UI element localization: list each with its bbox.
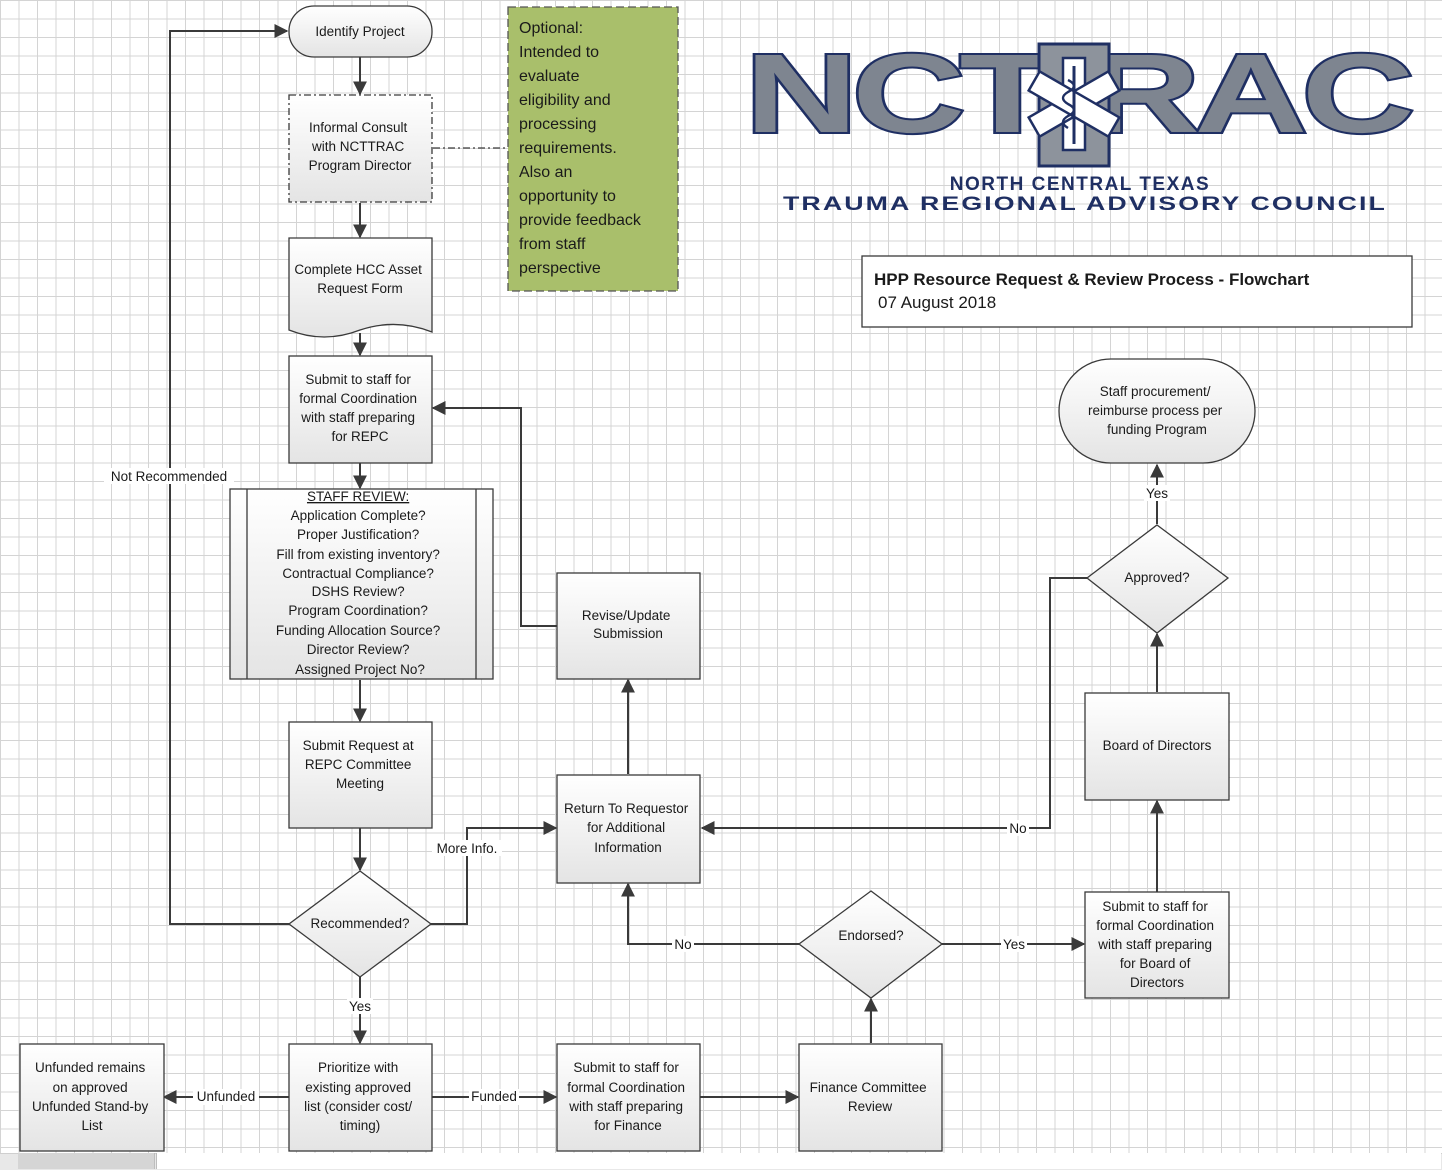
note-text: Optional: Intended to evaluate eligibili…	[519, 20, 645, 277]
node-submit-board-prep: Submit to staff for formal Coordination …	[1084, 891, 1230, 999]
node-submit-repc-prep-label: Submit to staff for formal Coordination …	[299, 372, 421, 444]
node-submit-finance-prep-label: Submit to staff for formal Coordination …	[567, 1060, 689, 1133]
node-staff-procurement-label: Staff procurement/ reimburse process per…	[1088, 384, 1226, 437]
edge-label-yes-approved: Yes	[1146, 486, 1168, 501]
edge-label-not-recommended: Not Recommended	[111, 469, 227, 484]
edge-label-no-endorsed: No	[674, 937, 691, 952]
logo-line2: TRAUMA REGIONAL ADVISORY COUNCIL	[783, 194, 1387, 215]
node-unfunded-list: Unfunded remains on approved Unfunded St…	[19, 1043, 165, 1152]
node-identify-project: Identify Project	[288, 5, 433, 58]
node-revise-update-label: Revise/Update Submission	[582, 608, 674, 641]
node-complete-form: Complete HCC Asset Request Form	[288, 237, 433, 338]
node-submit-request-meeting: Submit Request at REPC Committee Meeting	[288, 721, 433, 829]
node-return-to-requestor-label: Return To Requestor for Additional Infor…	[564, 801, 692, 855]
node-recommended-decision-label: Recommended?	[310, 916, 409, 931]
logo-line1: NORTH CENTRAL TEXAS	[950, 174, 1210, 195]
node-endorsed-decision: Endorsed?	[797, 890, 944, 999]
node-identify-project-label: Identify Project	[315, 24, 405, 39]
node-unfunded-list-label: Unfunded remains on approved Unfunded St…	[32, 1060, 152, 1133]
node-board-of-directors-label: Board of Directors	[1103, 738, 1212, 753]
node-finance-review-label: Finance Committee Review	[810, 1080, 931, 1114]
edge-label-no-approved: No	[1009, 821, 1026, 836]
sheet-tab[interactable]	[18, 1153, 155, 1169]
node-endorsed-decision-label: Endorsed?	[838, 928, 903, 943]
ncttrac-logo: NCT RAC NORTH CENTRAL TEXAS TRAUMA REGIO…	[743, 29, 1417, 215]
node-finance-review: Finance Committee Review	[798, 1043, 943, 1152]
status-field	[156, 1153, 1441, 1169]
node-informal-consult-label: Informal Consult with NCTTRAC Program Di…	[309, 120, 412, 173]
edge-label-unfunded: Unfunded	[197, 1089, 256, 1104]
node-revise-update: Revise/Update Submission	[556, 572, 701, 680]
node-recommended-decision: Recommended?	[287, 870, 433, 978]
optional-note: Optional: Intended to evaluate eligibili…	[507, 6, 679, 292]
node-staff-review: STAFF REVIEW: Application Complete? Prop…	[229, 488, 494, 680]
node-submit-repc-prep: Submit to staff for formal Coordination …	[288, 355, 433, 464]
page-title: HPP Resource Request & Review Process - …	[874, 270, 1310, 289]
node-approved-decision: Approved?	[1085, 524, 1230, 634]
edge-label-yes-recommended: Yes	[349, 999, 371, 1014]
node-approved-decision-label: Approved?	[1124, 570, 1189, 585]
node-prioritize: Prioritize with existing approved list (…	[288, 1043, 433, 1152]
edge-label-funded: Funded	[471, 1089, 517, 1104]
edge-labels: Not Recommended More Info. Yes Unfunded …	[104, 468, 1170, 1105]
page-date: 07 August 2018	[878, 293, 996, 312]
node-complete-form-label: Complete HCC Asset Request Form	[294, 262, 425, 296]
node-submit-board-prep-label: Submit to staff for formal Coordination …	[1096, 899, 1218, 990]
node-staff-review-label: STAFF REVIEW: Application Complete? Prop…	[276, 489, 444, 677]
node-submit-request-meeting-label: Submit Request at REPC Committee Meeting	[303, 738, 418, 791]
node-staff-procurement: Staff procurement/ reimburse process per…	[1058, 358, 1256, 464]
node-informal-consult: Informal Consult with NCTTRAC Program Di…	[288, 94, 433, 203]
title-box: HPP Resource Request & Review Process - …	[861, 255, 1413, 328]
edge-label-yes-endorsed: Yes	[1003, 937, 1025, 952]
star-of-life-icon	[1026, 42, 1122, 168]
node-return-to-requestor: Return To Requestor for Additional Infor…	[556, 774, 701, 884]
node-board-of-directors: Board of Directors	[1084, 692, 1230, 801]
node-prioritize-label: Prioritize with existing approved list (…	[304, 1060, 416, 1133]
edge-label-more-info: More Info.	[437, 841, 498, 856]
node-submit-finance-prep: Submit to staff for formal Coordination …	[556, 1043, 701, 1152]
